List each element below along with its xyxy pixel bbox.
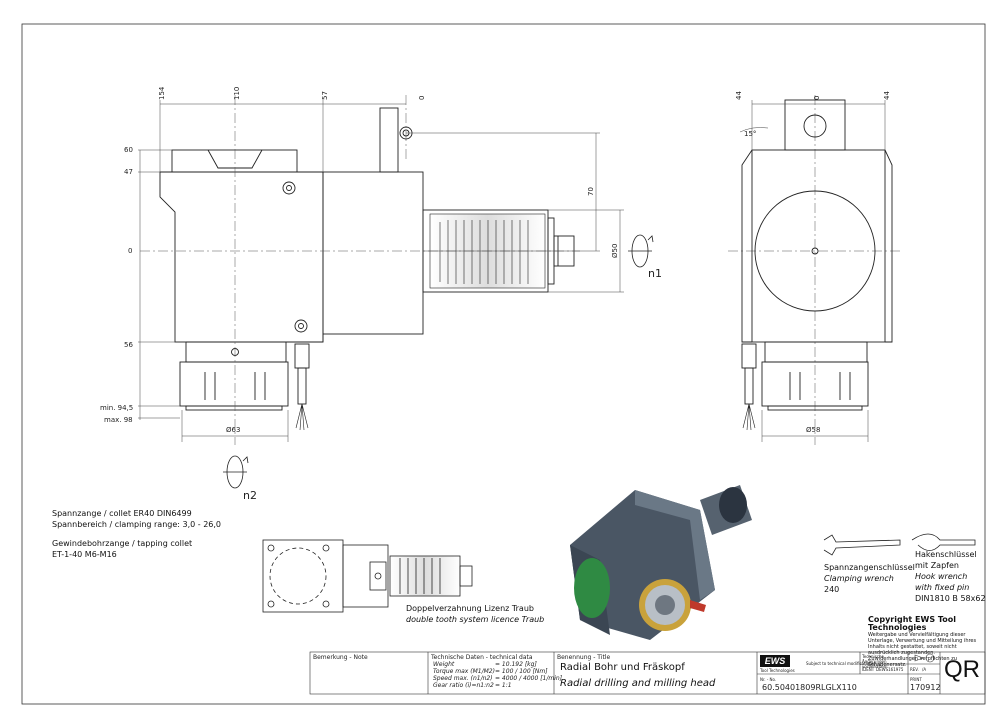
dimension-lines	[138, 100, 624, 442]
tb-ident-value: DEWS161975	[876, 667, 904, 672]
ews-logo-sub: Tool Technologies	[760, 668, 795, 673]
tb-row: Speed max. (n1/n2)= 4000 / 4000 [1/min]	[433, 675, 563, 682]
side-view	[741, 99, 893, 431]
tb-title-de: Radial Bohr und Fräskopf	[560, 662, 685, 673]
dim-0-side: 0	[813, 96, 821, 100]
dim-44-right: 44	[883, 91, 891, 100]
clamping-wrench-size: 240	[824, 585, 840, 594]
dim-60: 60	[124, 146, 133, 154]
clamping-wrench-en: Clamping wrench	[824, 574, 894, 583]
tb-rev-value: /A	[922, 667, 927, 672]
dim-56: 56	[124, 341, 133, 349]
dim-max: max. 98	[104, 416, 133, 424]
dim-44-left: 44	[735, 91, 743, 100]
hook-wrench-drawing	[911, 533, 976, 551]
dim-47: 47	[124, 168, 133, 176]
tb-nr-label: Nr. - No.	[760, 677, 777, 682]
copyright-text: Weitergabe und Vervielfältigung dieser U…	[868, 632, 977, 668]
tb-ident-label: IDENT	[862, 667, 875, 672]
clamping-wrench-label: Spannzangenschlüssel Clamping wrench 240	[824, 562, 915, 595]
hook-wrench-de-2: mit Zapfen	[915, 561, 959, 570]
hook-wrench-label: Hakenschlüssel mit Zapfen Hook wrench wi…	[915, 549, 986, 604]
double-tooth-note: Doppelverzahnung Lizenz Traub double too…	[406, 603, 544, 625]
hook-wrench-en-1: Hook wrench	[915, 572, 968, 581]
rotation-n2	[223, 455, 249, 489]
double-tooth-en: double tooth system licence Traub	[406, 615, 545, 624]
clamping-wrench-de: Spannzangenschlüssel	[824, 563, 915, 572]
dim-d58: Ø58	[806, 426, 820, 434]
tb-row: Torque max (M1/M2)= 100 / 100 [Nm]	[433, 668, 548, 675]
dim-min: min. 94,5	[100, 404, 133, 412]
tb-note-label: Bemerkung - Note	[313, 654, 368, 661]
label-n2: n2	[243, 489, 257, 502]
collet-line-1: Spannzange / collet ER40 DIN6499	[52, 509, 192, 518]
tb-row: Weight= 10.192 [kg]	[433, 661, 537, 668]
tb-qr: QR	[944, 656, 980, 683]
hook-wrench-en-2: with fixed pin	[915, 583, 970, 592]
tb-rev-label: REV.	[910, 667, 919, 672]
dim-15-deg: 15°	[744, 130, 756, 138]
dim-0-top: 0	[418, 96, 426, 100]
tb-row: Gear ratio (i)=n1:n2= 1:1	[433, 682, 512, 689]
isometric-render	[570, 485, 752, 640]
dim-110: 110	[233, 87, 241, 100]
ews-logo: EWS	[760, 655, 790, 667]
tb-date: 170912	[910, 683, 941, 692]
tb-part-number: 60.50401809RLGLX110	[762, 683, 857, 692]
label-n1: n1	[648, 267, 662, 280]
top-view	[262, 539, 473, 613]
tb-tech-rows: Weight= 10.192 [kg] Torque max (M1/M2)= …	[433, 661, 562, 689]
title-block	[309, 651, 986, 695]
sheet-border	[21, 23, 986, 705]
collet-line-4: ET-1-40 M6-M16	[52, 550, 117, 559]
collet-line-2: Spannbereich / clamping range: 3,0 - 26,…	[52, 520, 222, 529]
hook-wrench-din: DIN1810 B 58x62	[915, 594, 986, 603]
hook-wrench-de-1: Hakenschlüssel	[915, 550, 977, 559]
clamping-wrench-drawing	[823, 534, 901, 556]
copyright-notice: Copyright EWS Tool Technologies Weiterga…	[868, 615, 984, 669]
tb-title-en: Radial drilling and milling head	[560, 678, 716, 689]
copyright-title: Copyright EWS Tool Technologies	[868, 615, 956, 632]
collet-info: Spannzange / collet ER40 DIN6499 Spannbe…	[52, 508, 221, 560]
front-view	[159, 107, 575, 431]
dim-d63: Ø63	[226, 426, 240, 434]
tb-tech-header: Technische Daten - technical data	[431, 654, 533, 661]
double-tooth-de: Doppelverzahnung Lizenz Traub	[406, 604, 534, 613]
collet-line-3: Gewindebohrzange / tapping collet	[52, 539, 193, 548]
rotation-n1	[628, 234, 654, 268]
tb-changes-en: Subject to technical modifications!	[806, 661, 876, 666]
tb-print-label: PRINT	[910, 677, 922, 682]
tb-changes-de: Technische Änderungen vorbehalten!	[862, 654, 888, 669]
tb-title-label: Benennung - Title	[557, 654, 611, 661]
dim-57: 57	[321, 91, 329, 100]
dim-0-left: 0	[128, 247, 132, 255]
dim-d50: Ø50	[611, 244, 619, 258]
dim-70: 70	[587, 187, 595, 196]
dim-154: 154	[158, 86, 166, 100]
